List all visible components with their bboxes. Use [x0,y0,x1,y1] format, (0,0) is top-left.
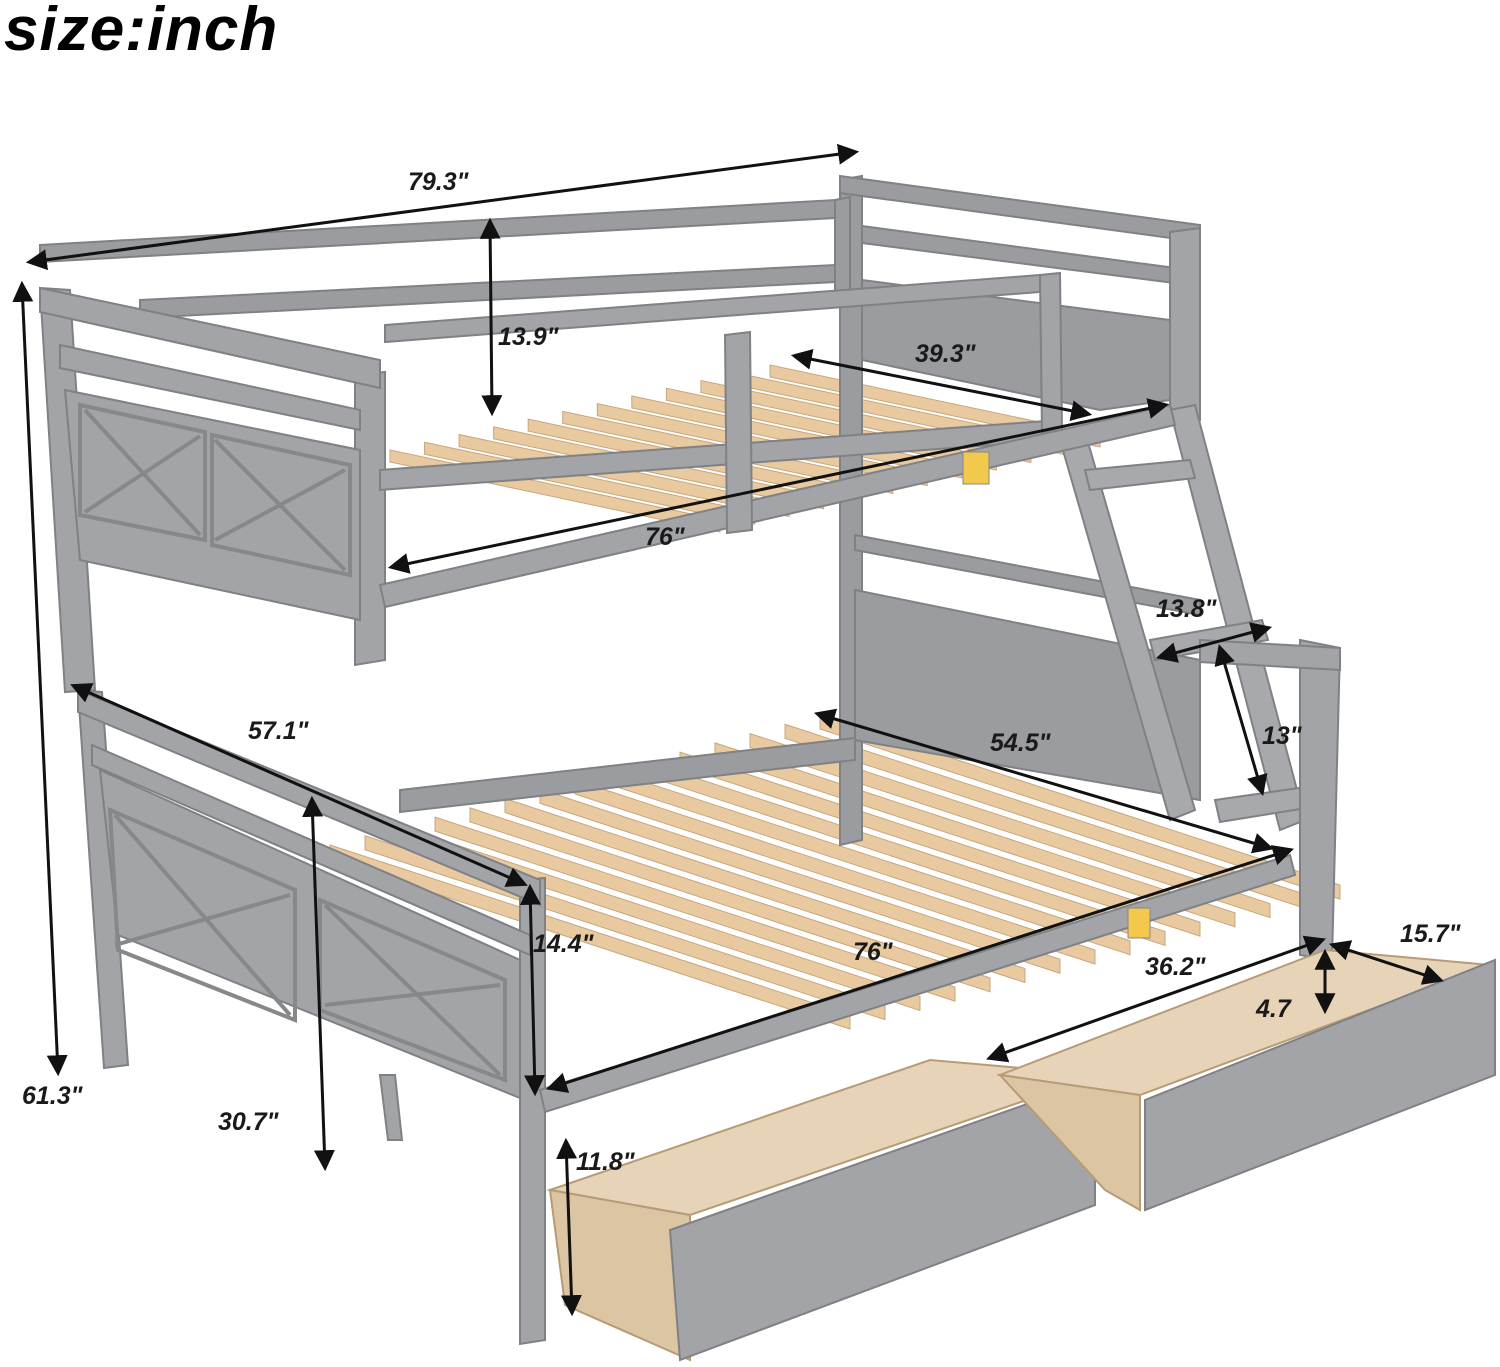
dimension-arrows [12,143,1444,1317]
right-head-post [1169,226,1201,426]
label-overall-height: 61.3" [22,1082,83,1110]
arrow-ladder-step [1155,622,1273,663]
label-top-guardrail: 13.9" [498,323,559,351]
top-headboard-x [78,402,352,578]
arrow-drawer-width [1329,940,1444,985]
arrow-bottom-depth [70,683,528,887]
label-top-width: 39.3" [915,340,976,368]
label-top-length: 76" [645,523,685,551]
arrow-drawer-length [986,935,1326,1063]
label-bottom-length: 76" [853,938,893,966]
label-bottom-width: 54.5" [990,729,1051,757]
label-ladder-spacing: 13" [1262,722,1302,750]
arrow-bottom-length [546,845,1294,1093]
drawer-left [546,1058,1101,1362]
arrow-bottom-width [813,708,1275,854]
label-bottom-guardrail: 14.4" [533,930,594,958]
arrow-overall-length [25,143,860,271]
arrow-bottom-clearance [302,795,335,1172]
label-drawer-depth: 4.7 [1256,995,1291,1023]
label-bottom-clearance: 30.7" [218,1108,279,1136]
arrow-overall-height [12,280,68,1077]
label-drawer-length: 36.2" [1145,953,1206,981]
label-bottom-depth: 57.1" [248,717,309,745]
arrow-drawer-clearance [556,1137,582,1317]
arrow-top-guardrail [479,217,503,417]
arrow-top-length [387,398,1170,574]
label-overall-length: 79.3" [408,168,469,196]
label-drawer-clearance: 11.8" [576,1148,635,1176]
label-ladder-step: 13.8" [1156,595,1217,623]
page-title: size:inch [4,0,279,64]
label-drawer-width: 15.7" [1400,920,1461,948]
arrow-bottom-guardrail [519,883,546,1097]
